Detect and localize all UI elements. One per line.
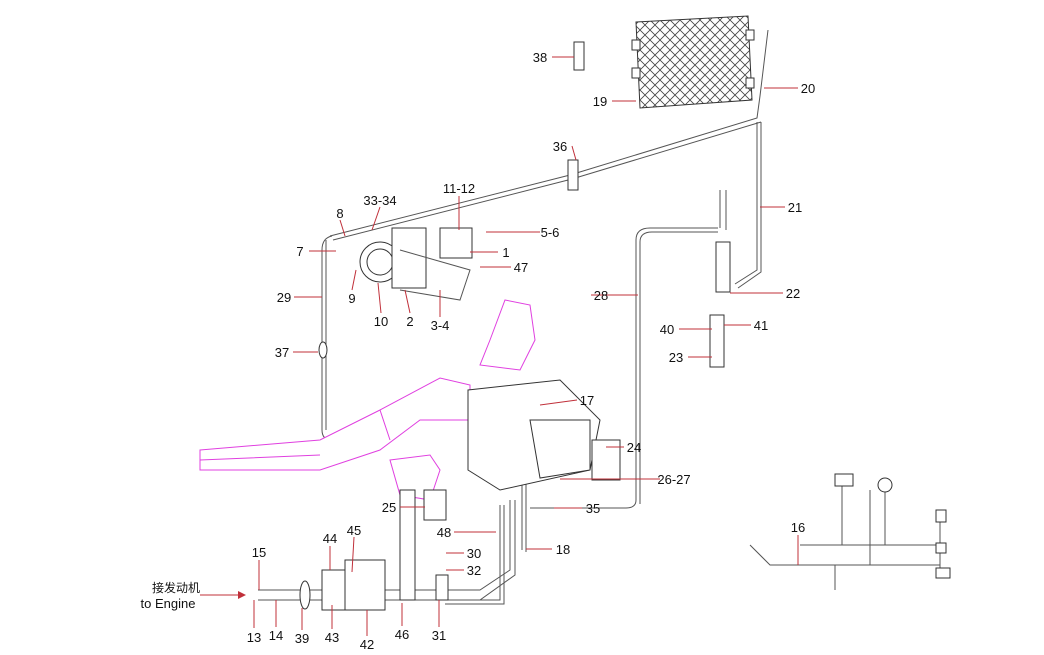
condenser — [631, 15, 755, 109]
callout-13: 13 — [247, 630, 261, 645]
bracket-38 — [573, 41, 585, 71]
callout-25: 25 — [382, 500, 396, 515]
hvac-unit — [423, 379, 621, 521]
callout-39: 39 — [295, 631, 309, 646]
compressor — [359, 159, 579, 301]
callout-2: 2 — [406, 314, 413, 329]
callout-35: 35 — [586, 501, 600, 516]
callout-40: 40 — [660, 322, 674, 337]
callout-3-4: 3-4 — [431, 318, 450, 333]
callout-30: 30 — [467, 546, 481, 561]
callout-5-6: 5-6 — [541, 225, 560, 240]
callout-47: 47 — [514, 260, 528, 275]
callout-32: 32 — [467, 563, 481, 578]
air-ducts — [199, 299, 536, 501]
callout-22: 22 — [786, 286, 800, 301]
callout-7: 7 — [296, 244, 303, 259]
callout-48: 48 — [437, 525, 451, 540]
callout-8: 8 — [336, 206, 343, 221]
engine-bracket — [299, 314, 725, 611]
callout-16: 16 — [791, 520, 805, 535]
callout-29: 29 — [277, 290, 291, 305]
callout-38: 38 — [533, 50, 547, 65]
callout-28: 28 — [594, 288, 608, 303]
callout-17: 17 — [580, 393, 594, 408]
callout-43: 43 — [325, 630, 339, 645]
callout-42: 42 — [360, 637, 374, 652]
callout-1: 1 — [502, 245, 509, 260]
callout-20: 20 — [801, 81, 815, 96]
callout-18: 18 — [556, 542, 570, 557]
callout-31: 31 — [432, 628, 446, 643]
callout-46: 46 — [395, 627, 409, 642]
callout-21: 21 — [788, 200, 802, 215]
callout-37: 37 — [275, 345, 289, 360]
callout-33-34: 33-34 — [363, 193, 396, 208]
callout-24: 24 — [627, 440, 641, 455]
callout-10: 10 — [374, 314, 388, 329]
callout-11-12: 11-12 — [443, 181, 475, 196]
callout-labels: 38 19 20 36 21 11-12 33-34 8 7 5-6 1 47 … — [141, 50, 816, 652]
callout-26-27: 26-27 — [657, 472, 690, 487]
callout-19: 19 — [593, 94, 607, 109]
callout-36: 36 — [553, 139, 567, 154]
callout-41: 41 — [754, 318, 768, 333]
callout-45: 45 — [347, 523, 361, 538]
engine-note-en: to Engine — [141, 596, 196, 611]
engine-note-cn: 接发动机 — [152, 580, 200, 595]
callout-9: 9 — [348, 291, 355, 306]
callout-44: 44 — [323, 531, 337, 546]
callout-23: 23 — [669, 350, 683, 365]
refrigerant-pipes — [258, 29, 951, 605]
leader-lines — [200, 56, 799, 636]
callout-15: 15 — [252, 545, 266, 560]
callout-14: 14 — [269, 628, 283, 643]
